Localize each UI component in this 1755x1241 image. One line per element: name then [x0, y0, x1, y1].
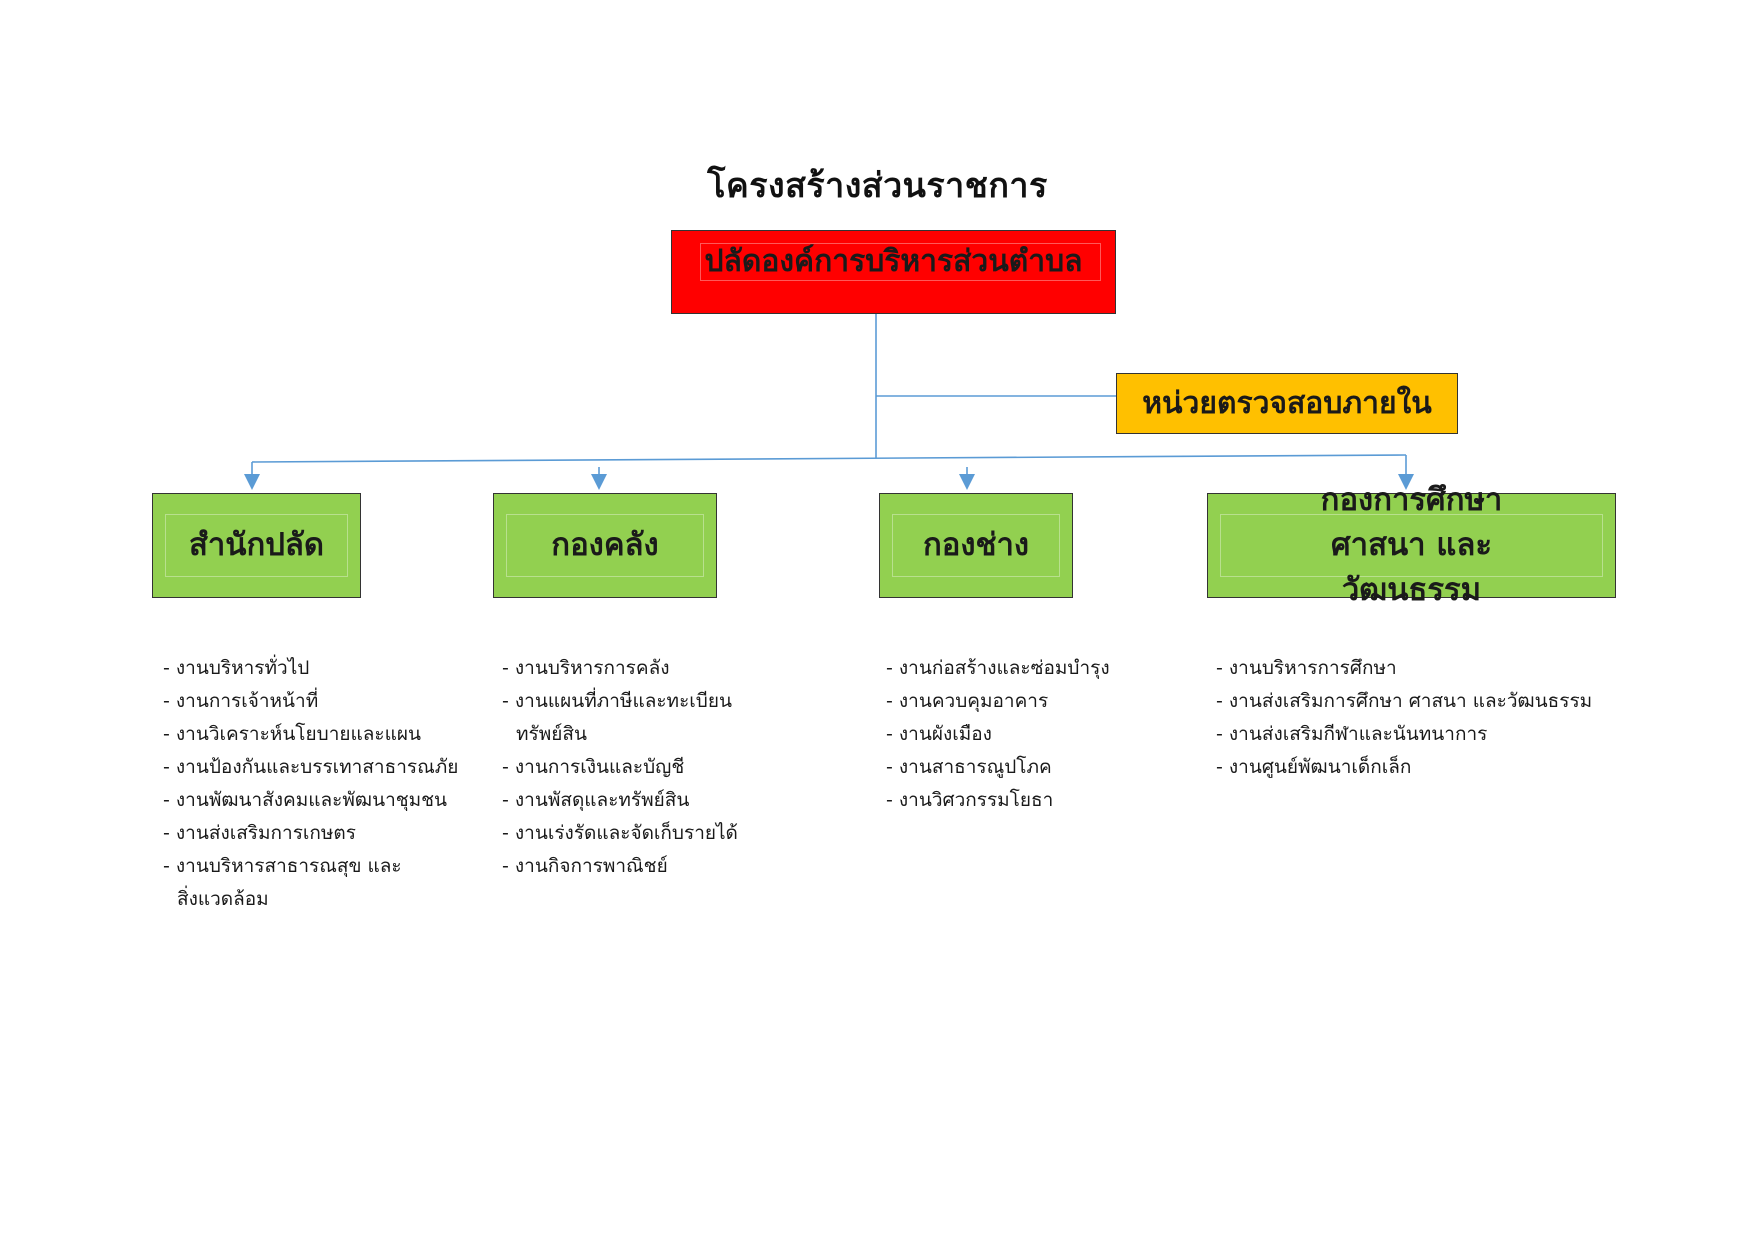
- chart-title: โครงสร้างส่วนราชการ: [707, 166, 1048, 206]
- task-list-1: งานบริหารทั่วไป งานการเจ้าหน้าที่ งานวิเ…: [163, 652, 463, 916]
- audit-label: หน่วยตรวจสอบภายใน: [1142, 385, 1432, 421]
- division-label-2: กองคลัง: [551, 527, 659, 564]
- task-item: งานเร่งรัดและจัดเก็บรายได้: [502, 817, 752, 850]
- task-list-4: งานบริหารการศึกษา งานส่งเสริมการศึกษา ศา…: [1216, 652, 1636, 784]
- division-label-4: กองการศึกษา ศาสนา และวัฒนธรรม: [1320, 482, 1503, 608]
- division-box-3: กองช่าง: [879, 493, 1073, 598]
- head-box: ปลัดองค์การบริหารส่วนตำบล: [671, 230, 1116, 314]
- division-label-1: สำนักปลัด: [188, 527, 325, 564]
- task-item: งานส่งเสริมการเกษตร: [163, 817, 463, 850]
- task-item: งานป้องกันและบรรเทาสาธารณภัย: [163, 751, 463, 784]
- task-item: งานแผนที่ภาษีและทะเบียนทรัพย์สิน: [502, 685, 746, 751]
- task-item: งานบริหารทั่วไป: [163, 652, 463, 685]
- task-item: งานบริหารการศึกษา: [1216, 652, 1636, 685]
- division-bus-line: [251, 454, 1407, 463]
- task-item: งานวิเคราะห์นโยบายและแผน: [163, 718, 463, 751]
- division-box-4: กองการศึกษา ศาสนา และวัฒนธรรม: [1207, 482, 1616, 608]
- task-item: งานสาธารณูปโภค: [886, 751, 1146, 784]
- task-item: งานพัสดุและทรัพย์สิน: [502, 784, 752, 817]
- task-item: งานศูนย์พัฒนาเด็กเล็ก: [1216, 751, 1636, 784]
- task-item: งานพัฒนาสังคมและพัฒนาชุมชน: [163, 784, 463, 817]
- task-list-3: งานก่อสร้างและซ่อมบำรุง งานควบคุมอาคาร ง…: [886, 652, 1146, 817]
- task-item: งานส่งเสริมกีฬาและนันทนาการ: [1216, 718, 1636, 751]
- task-item: งานวิศวกรรมโยธา: [886, 784, 1146, 817]
- head-label: ปลัดองค์การบริหารส่วนตำบล: [704, 244, 1083, 280]
- task-item: งานกิจการพาณิชย์: [502, 850, 752, 883]
- task-list-2: งานบริหารการคลัง งานแผนที่ภาษีและทะเบียน…: [502, 652, 752, 883]
- division-box-1: สำนักปลัด: [152, 493, 361, 598]
- division-box-2: กองคลัง: [493, 493, 717, 598]
- task-item: งานส่งเสริมการศึกษา ศาสนา และวัฒนธรรม: [1216, 685, 1636, 718]
- task-item: งานควบคุมอาคาร: [886, 685, 1146, 718]
- task-item: งานผังเมือง: [886, 718, 1146, 751]
- task-item: งานการเงินและบัญชี: [502, 751, 752, 784]
- task-item: งานก่อสร้างและซ่อมบำรุง: [886, 652, 1146, 685]
- task-item: งานการเจ้าหน้าที่: [163, 685, 463, 718]
- task-item: งานบริหารสาธารณสุข และสิ่งแวดล้อม: [163, 850, 422, 916]
- audit-box: หน่วยตรวจสอบภายใน: [1116, 373, 1458, 434]
- task-item: งานบริหารการคลัง: [502, 652, 752, 685]
- division-label-3: กองช่าง: [922, 527, 1030, 564]
